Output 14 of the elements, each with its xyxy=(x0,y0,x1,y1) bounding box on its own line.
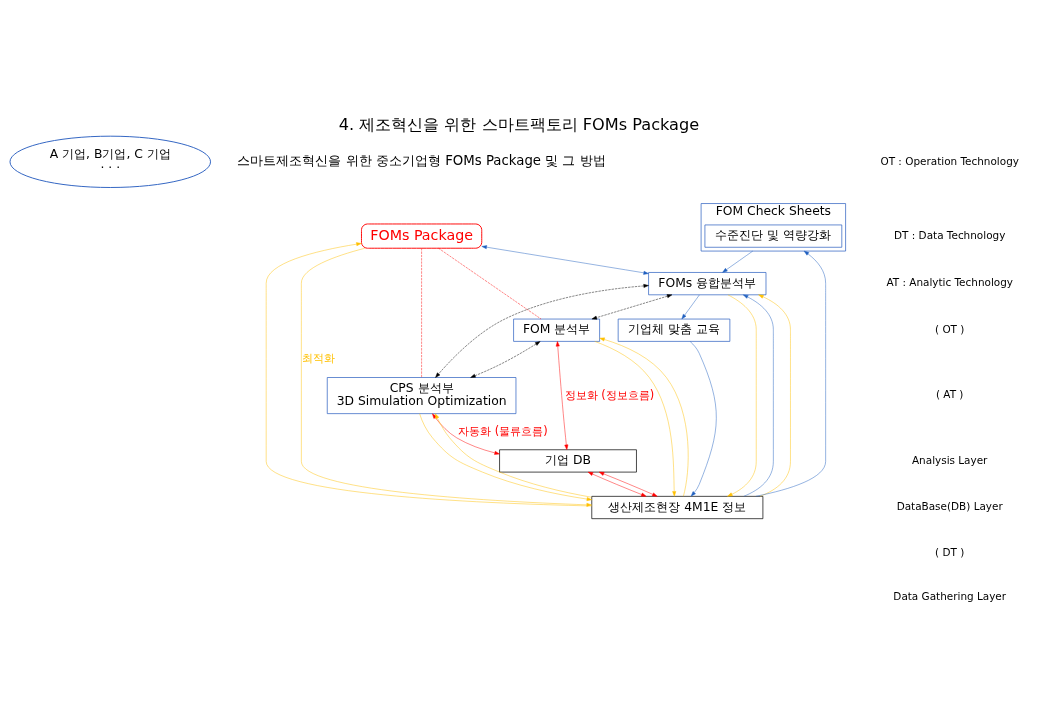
label: DT : Data Technology xyxy=(894,228,1006,241)
diagram-title: 4. 제조혁신을 위한 스마트팩토리 FOMs Package xyxy=(338,114,700,134)
label: OT : Operation Technology xyxy=(880,154,1019,166)
label: DataBase(DB) Layer xyxy=(896,499,1003,512)
label: ( AT ) xyxy=(935,387,964,400)
label: ( DT ) xyxy=(935,545,965,558)
label: 스마트제조혁신을 위한 중소기업형 FOMs Package 및 그 방법 xyxy=(237,152,606,168)
label: Analysis Layer xyxy=(911,453,988,466)
edge-label: 자동화 (물류흐름) xyxy=(458,423,548,438)
label: ( OT ) xyxy=(935,322,965,335)
edge-label: 정보화 (정보흐름) xyxy=(564,387,655,402)
label: Data Gathering Layer xyxy=(893,589,1007,602)
edge-label: 최적화 xyxy=(302,350,336,365)
label: AT : Analytic Technology xyxy=(886,275,1014,288)
